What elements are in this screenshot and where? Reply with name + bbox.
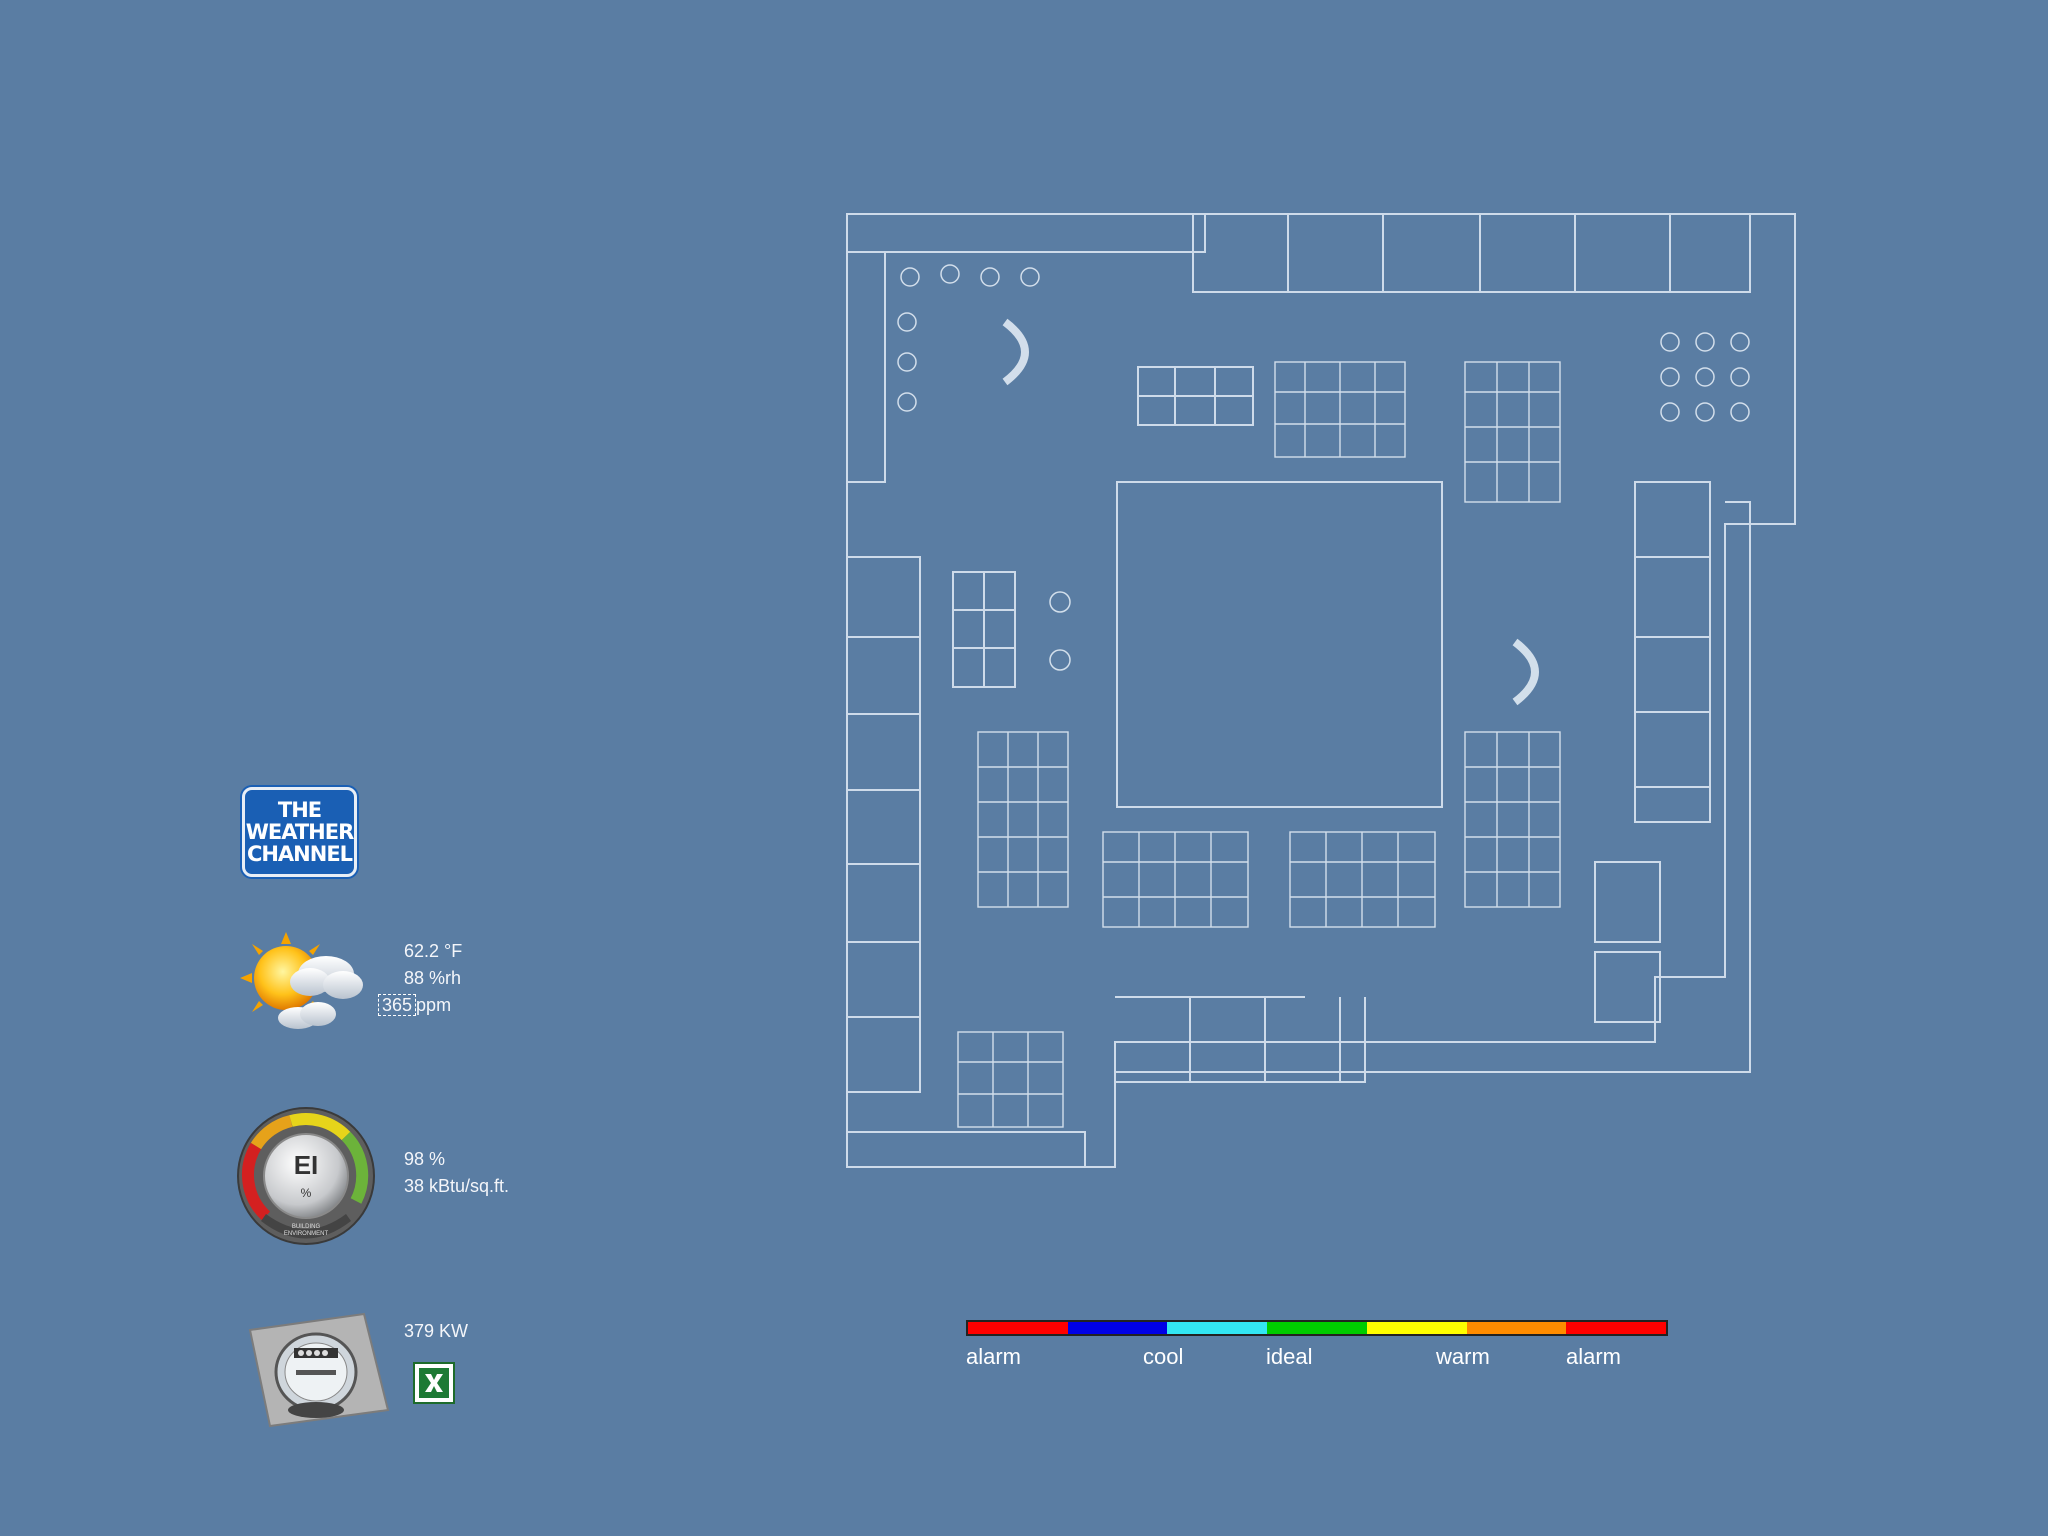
co2-value[interactable]: 365 [378, 994, 417, 1016]
legend-swatch-warm [1366, 1322, 1467, 1334]
ei-gauge-unit: % [300, 1186, 312, 1200]
legend-label-warm: warm [1436, 1344, 1490, 1369]
ei-gauge-label: EI [293, 1150, 319, 1180]
floor-plan-map[interactable] [845, 212, 1807, 1172]
energy-index-gauge-icon [237, 1107, 375, 1245]
energy-index-percent: 98 % [404, 1149, 446, 1169]
weather-logo-line-1: THE [277, 798, 322, 822]
legend-swatch-alarm-low [968, 1322, 1068, 1334]
legend-label-ideal: ideal [1266, 1344, 1313, 1369]
energy-use-intensity: 38 kBtu/sq.ft. [404, 1176, 510, 1196]
power-demand: 379 KW [404, 1321, 469, 1341]
partly-cloudy-sun-icon [240, 932, 363, 1029]
excel-export-icon[interactable] [413, 1362, 455, 1404]
electric-meter-icon [248, 1312, 390, 1428]
legend-swatch-cold [1067, 1322, 1168, 1334]
legend-swatch-cool [1167, 1322, 1268, 1334]
legend-label-alarm-low: alarm [966, 1344, 1022, 1369]
ei-gauge-ring-text: BUILDING ENVIRONMENT [283, 1224, 329, 1237]
legend-swatch-ideal [1267, 1322, 1367, 1334]
outdoor-humidity: 88 %rh [404, 968, 462, 988]
legend-label-cool: cool [1143, 1344, 1184, 1369]
outdoor-temperature: 62.2 °F [404, 941, 463, 961]
temperature-color-legend [966, 1320, 1668, 1336]
legend-swatch-alarm-high [1566, 1322, 1667, 1334]
legend-swatch-hot [1466, 1322, 1567, 1334]
co2-unit: ppm [416, 995, 452, 1015]
weather-logo-line-2: WEATHER [245, 820, 355, 844]
weather-channel-logo[interactable]: THE WEATHER CHANNEL [242, 787, 357, 877]
weather-logo-line-3: CHANNEL [246, 842, 353, 866]
legend-label-alarm-high: alarm [1566, 1344, 1622, 1369]
